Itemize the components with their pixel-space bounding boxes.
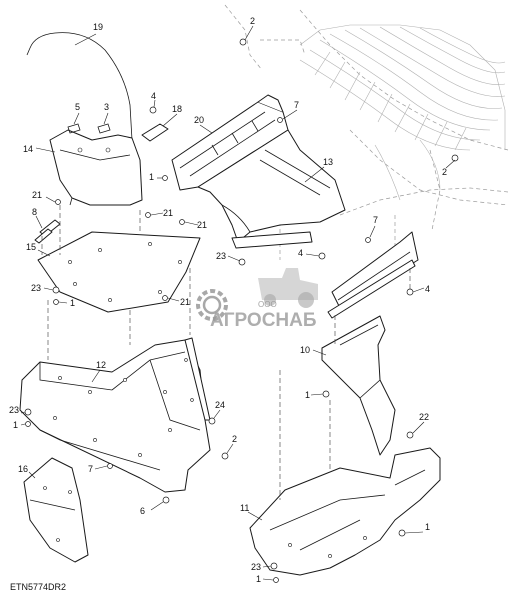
callout-5: 5 [75, 102, 80, 112]
callout-12: 12 [96, 360, 106, 370]
callout-18: 18 [172, 104, 182, 114]
callout-1: 1 [70, 298, 75, 308]
callout-7: 7 [373, 215, 378, 225]
callout-22: 22 [419, 412, 429, 422]
callout-3: 3 [104, 102, 109, 112]
callout-23: 23 [251, 562, 261, 572]
callout-14: 14 [23, 144, 33, 154]
part-12-lower-shield [19, 337, 211, 493]
callout-10: 10 [300, 345, 310, 355]
callout-1: 1 [305, 390, 310, 400]
callout-2: 2 [442, 167, 447, 177]
callout-21: 21 [197, 220, 207, 230]
callout-2: 2 [232, 434, 237, 444]
callout-1: 1 [149, 172, 154, 182]
callout-7: 7 [88, 464, 93, 474]
callout-21: 21 [163, 208, 173, 218]
part-10-bracket [321, 315, 396, 456]
callout-4: 4 [151, 91, 156, 101]
part-16-small-panel [23, 457, 89, 563]
callout-20: 20 [194, 115, 204, 125]
callout-4: 4 [298, 248, 303, 258]
watermark-prefix: ООО [258, 300, 277, 309]
callout-labels: 19 2 5 3 4 18 20 7 14 13 2 1 21 8 21 21 … [9, 16, 447, 584]
callout-1: 1 [256, 574, 261, 584]
callout-15: 15 [26, 242, 36, 252]
part-11-lower-duct [249, 447, 441, 576]
part-8-bar [34, 219, 61, 244]
callout-21: 21 [32, 190, 42, 200]
callout-1: 1 [13, 420, 18, 430]
part-14-side-bracket [49, 129, 143, 206]
background-machine-ghost [224, 4, 509, 260]
callout-19: 19 [93, 22, 103, 32]
part-19-curved-rod [26, 32, 133, 144]
callout-2: 2 [250, 16, 255, 26]
callout-23: 23 [31, 283, 41, 293]
leader-lines [20, 25, 456, 581]
alignment-lines [41, 205, 411, 500]
callout-24: 24 [215, 400, 225, 410]
callout-4: 4 [425, 284, 430, 294]
callout-8: 8 [32, 207, 37, 217]
callout-13: 13 [323, 157, 333, 167]
tractor-icon [258, 268, 318, 308]
gear-icon [196, 289, 228, 321]
part-13-duct [197, 129, 346, 249]
callout-16: 16 [18, 464, 28, 474]
part-20-upper-bracket [171, 94, 289, 191]
callout-7: 7 [294, 100, 299, 110]
drawing-id: ETN5774DR2 [10, 582, 66, 592]
part-rail-right [327, 231, 419, 319]
watermark: ООО АГРОСНАБ [196, 268, 318, 331]
callout-11: 11 [240, 503, 249, 513]
part-15-flat-panel [37, 231, 201, 313]
callout-21: 21 [180, 297, 190, 307]
part-18-small-plate [141, 123, 169, 142]
callout-23: 23 [216, 251, 226, 261]
callout-23: 23 [9, 405, 19, 415]
callout-1: 1 [425, 522, 430, 532]
hardware-bolts [24, 38, 459, 583]
watermark-brand: АГРОСНАБ [210, 310, 317, 331]
callout-6: 6 [140, 506, 145, 516]
